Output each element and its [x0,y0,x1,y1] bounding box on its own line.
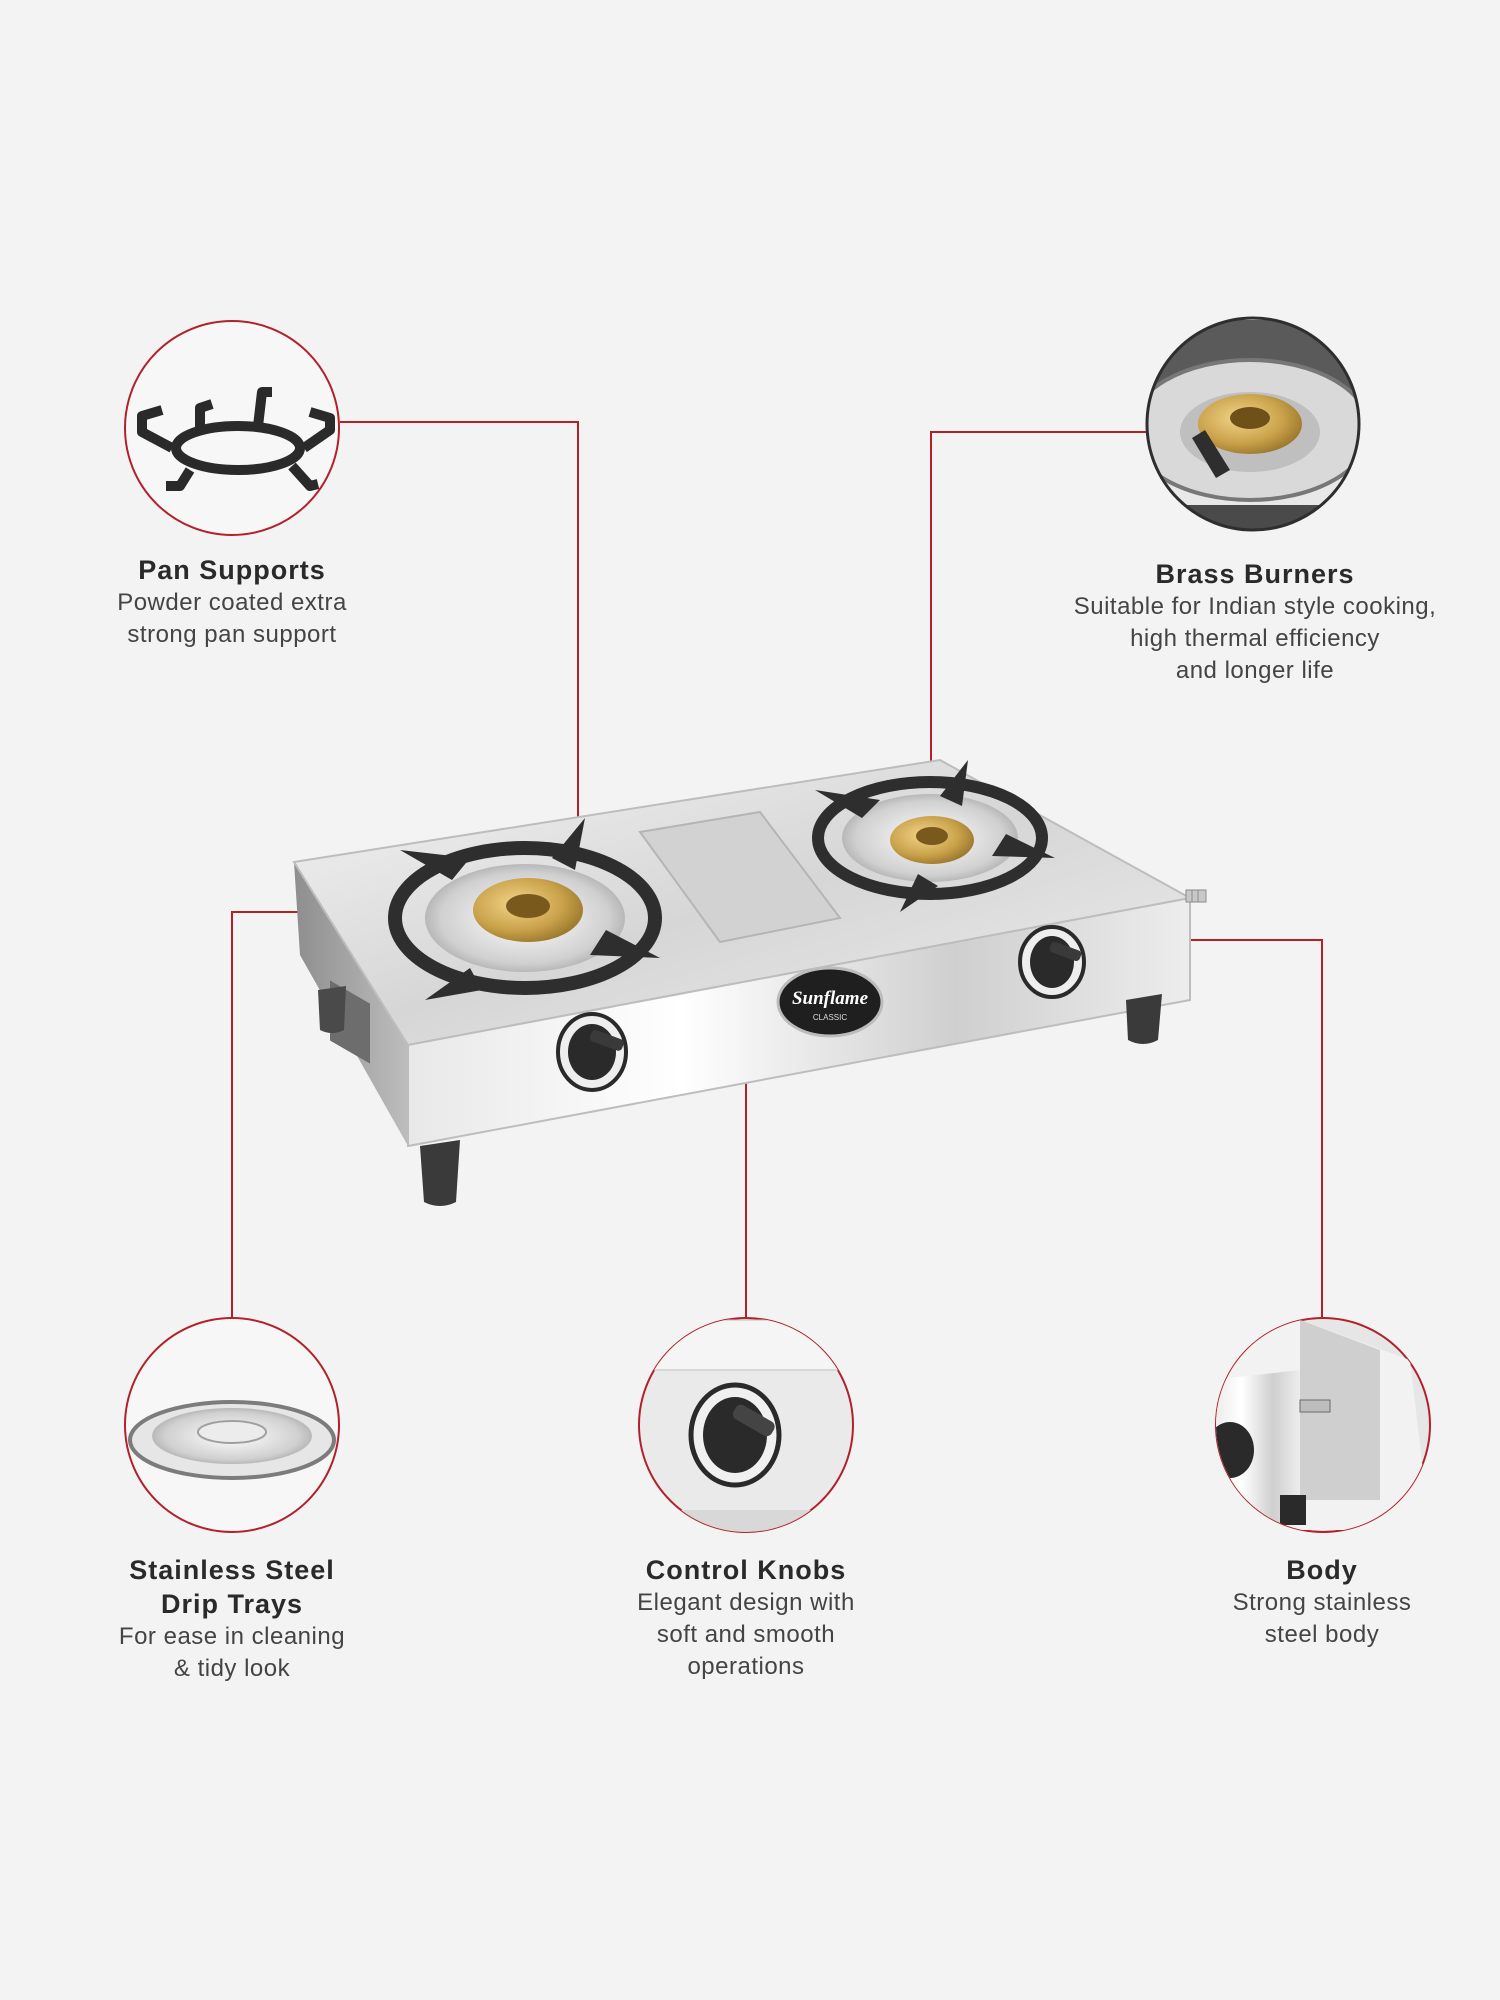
feature-title: Pan Supports [138,555,326,585]
stove-body-closeup [1216,1320,1430,1530]
pan-supports-circle [124,320,340,536]
feature-desc-line: operations [687,1653,805,1680]
feature-desc-line: steel body [1264,1621,1380,1648]
stove-center-panel [638,810,842,944]
left-burner [388,818,662,1000]
feature-desc-line: and longer life [1175,657,1335,684]
left-pan-support-arm [400,850,470,880]
feature-title: Brass Burners [1155,559,1355,589]
control-knobs-circle [638,1317,854,1533]
feature-desc-line: Powder coated extra [117,589,347,616]
feature-desc-line: Strong stainless [1232,1589,1412,1616]
connector-pan-supports [340,421,579,838]
right-control-knob [1018,925,1086,999]
feature-title: Control Knobs [645,1555,847,1585]
feature-desc-line: & tidy look [173,1655,291,1682]
feature-desc-line: high thermal efficiency [1130,625,1380,652]
connector-brass-burners [930,431,1146,825]
feature-desc-line: soft and smooth [656,1621,836,1648]
stove-leg-front-left [420,1140,460,1206]
feature-title: Body [1286,1555,1358,1585]
right-burner [812,760,1055,912]
feature-pan-supports: Pan Supports Powder coated extra strong … [82,553,382,651]
stove-leg-front-right [1126,994,1162,1044]
feature-title-line: Drip Trays [160,1589,304,1619]
brand-logo-text: Sunflame [792,988,869,1009]
body-circle [1215,1317,1431,1533]
feature-brass-burners: Brass Burners Suitable for Indian style … [1030,557,1480,687]
stove-leg-back-left [318,986,346,1033]
feature-body: Body Strong stainless steel body [1172,1553,1472,1651]
brand-logo-subtext: CLASSIC [813,1013,847,1022]
feature-desc-line: For ease in cleaning [118,1623,346,1650]
brand-logo: Sunflame CLASSIC [776,966,884,1038]
feature-desc-line: strong pan support [127,621,337,648]
gas-stove: Sunflame CLASSIC [292,758,1207,1206]
connector-body [1156,939,1323,1318]
drip-trays-circle [124,1317,340,1533]
pan-support-icon [137,387,335,491]
feature-drip-trays: Stainless Steel Drip Trays For ease in c… [82,1553,382,1685]
brass-burners-circle [1145,316,1361,532]
left-control-knob [556,1012,628,1092]
feature-title-line: Stainless Steel [129,1555,335,1585]
feature-control-knobs: Control Knobs Elegant design with soft a… [596,1553,896,1683]
feature-desc-line: Suitable for Indian style cooking, [1073,593,1437,620]
gas-inlet-icon [1185,889,1207,903]
drip-tray-icon [128,1400,336,1480]
feature-desc-line: Elegant design with [637,1589,855,1616]
